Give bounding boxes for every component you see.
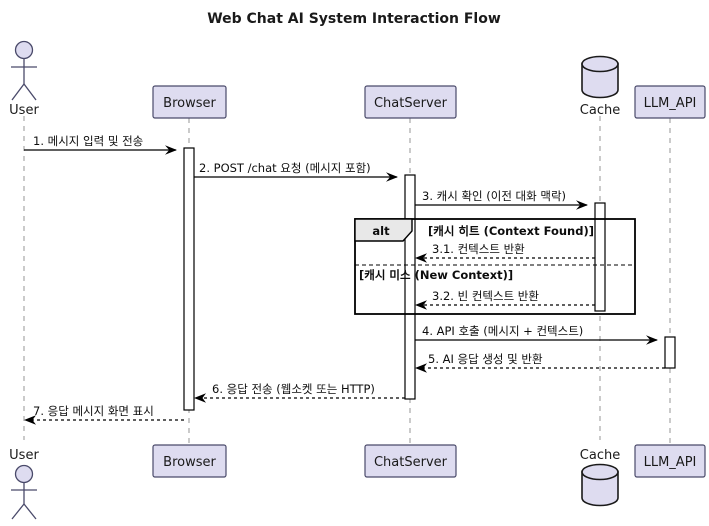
message-4: 4. API 호출 (메시지 + 컨텍스트) [415, 324, 658, 345]
database-cylinder-icon-top [581, 63, 619, 99]
alt-fragment-guard-2: [캐시 미스 (New Context)] [359, 268, 513, 282]
alt-fragment-tab [354, 218, 413, 242]
message-arrowhead-3-2 [415, 300, 427, 310]
participant-label-chatserver-top: ChatServer [374, 96, 448, 111]
message-7: 7. 응답 메시지 화면 표시 [24, 404, 184, 425]
alt-fragment: alt [캐시 히트 (Context Found)] [캐시 미스 (New … [354, 218, 636, 315]
participant-label-llm-api-bottom: LLM_API [644, 455, 697, 470]
actor-leg-left-icon-bottom [11, 503, 25, 520]
participant-label-browser-top: Browser [163, 96, 216, 111]
actor-head-icon-bottom [14, 464, 34, 484]
participant-chatserver-top[interactable]: ChatServer [364, 85, 457, 119]
message-label-6: 6. 응답 전송 (웹소켓 또는 HTTP) [212, 382, 375, 396]
participant-llm-api-top[interactable]: LLM_API [634, 85, 706, 119]
message-1: 1. 메시지 입력 및 전송 [24, 134, 177, 155]
participant-box-llm-api-bottom [634, 444, 706, 478]
message-label-3-1: 3.1. 컨텍스트 반환 [432, 242, 525, 256]
participant-browser-top[interactable]: Browser [152, 85, 227, 119]
participant-label-user-top: User [9, 103, 39, 118]
message-arrowhead-3-1 [415, 253, 427, 263]
participant-label-user-bottom: User [9, 448, 39, 463]
message-label-3-2: 3.2. 빈 컨텍스트 반환 [432, 289, 539, 303]
alt-fragment-guard-1: [캐시 히트 (Context Found)] [428, 224, 594, 238]
message-6: 6. 응답 전송 (웹소켓 또는 HTTP) [194, 382, 405, 403]
database-top-ellipse-icon-bottom [581, 463, 619, 481]
actor-leg-right-icon [23, 83, 37, 101]
activation-cache [594, 202, 606, 312]
activation-browser [183, 147, 195, 411]
participant-box-browser-bottom [152, 444, 227, 478]
alt-fragment-border [354, 218, 636, 315]
message-label-2: 2. POST /chat 요청 (메시지 포함) [199, 161, 371, 175]
participant-llm-api-bottom[interactable]: LLM_API [634, 444, 706, 478]
actor-leg-right-icon-bottom [23, 503, 37, 520]
participant-cache-bottom[interactable]: Cache [580, 448, 620, 507]
database-cylinder-icon-bottom [581, 471, 619, 507]
participant-label-cache-bottom: Cache [580, 448, 620, 463]
database-top-ellipse-icon [581, 55, 619, 73]
participant-user-bottom[interactable]: User [9, 448, 39, 520]
participant-label-llm-api-top: LLM_API [644, 96, 697, 111]
participant-user-top[interactable]: User [9, 40, 39, 119]
message-label-7: 7. 응답 메시지 화면 표시 [33, 404, 154, 418]
participant-label-cache-top: Cache [580, 103, 620, 118]
message-3-2: 3.2. 빈 컨텍스트 반환 [415, 289, 595, 310]
message-arrowhead-6 [194, 393, 206, 403]
activation-chatserver [404, 174, 416, 400]
participant-chatserver-bottom[interactable]: ChatServer [364, 444, 457, 478]
activation-llm-api [664, 336, 676, 369]
participant-label-browser-bottom: Browser [163, 455, 216, 470]
participant-box-browser-top [152, 85, 227, 119]
participant-browser-bottom[interactable]: Browser [152, 444, 227, 478]
activation-bars-group [183, 147, 676, 411]
participant-box-llm-api-top [634, 85, 706, 119]
message-2: 2. POST /chat 요청 (메시지 포함) [194, 161, 398, 182]
actor-head-icon [14, 40, 34, 60]
message-3-1: 3.1. 컨텍스트 반환 [415, 242, 595, 263]
participant-label-chatserver-bottom: ChatServer [374, 455, 448, 470]
participant-cache-top[interactable]: Cache [580, 55, 620, 119]
page-title: Web Chat AI System Interaction Flow [207, 11, 501, 27]
message-arrowhead-5 [415, 363, 427, 373]
message-label-3: 3. 캐시 확인 (이전 대화 맥락) [422, 189, 566, 203]
message-label-1: 1. 메시지 입력 및 전송 [33, 134, 143, 148]
message-label-4: 4. API 호출 (메시지 + 컨텍스트) [422, 324, 583, 338]
alt-fragment-operator-label: alt [372, 224, 390, 238]
participant-box-chatserver-bottom [364, 444, 457, 478]
message-3: 3. 캐시 확인 (이전 대화 맥락) [415, 189, 588, 210]
participant-box-chatserver-top [364, 85, 457, 119]
message-arrowhead-7 [24, 415, 36, 425]
actor-leg-left-icon [11, 83, 25, 101]
message-5: 5. AI 응답 생성 및 반환 [415, 352, 665, 373]
message-label-5: 5. AI 응답 생성 및 반환 [428, 352, 543, 366]
